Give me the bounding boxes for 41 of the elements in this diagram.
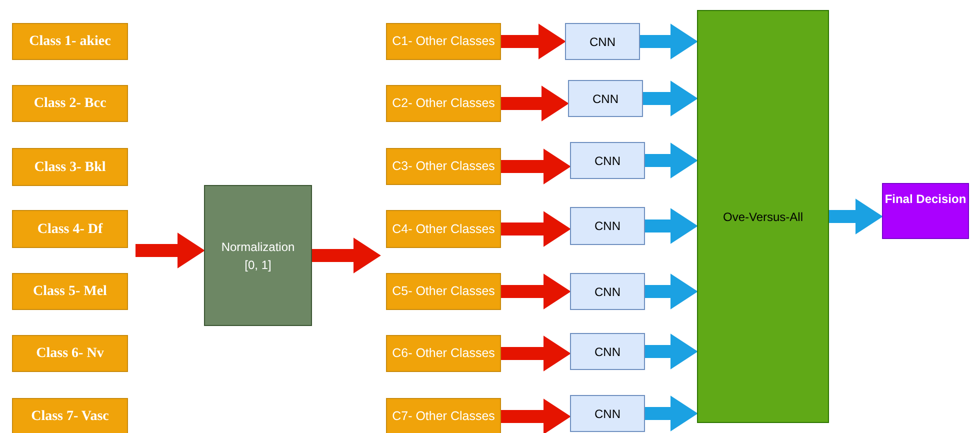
final-decision-box: Final Decision (882, 183, 969, 239)
block-arrow (644, 208, 698, 244)
cnn-box: CNN (565, 23, 640, 60)
cnn-box: CNN (570, 273, 645, 310)
class-pair-box: C2- Other Classes (386, 85, 501, 122)
class-pair-box: C6- Other Classes (386, 335, 501, 372)
block-arrow (500, 24, 566, 60)
block-arrow (828, 198, 883, 234)
block-arrow (500, 274, 571, 310)
class-pair-box: C1- Other Classes (386, 23, 501, 60)
block-arrow (500, 211, 571, 247)
one-vs-all-box: Ove-Versus-All (697, 10, 829, 423)
block-arrow (312, 238, 381, 274)
block-arrow (500, 148, 571, 184)
block-arrow (644, 142, 698, 178)
block-arrow (644, 274, 698, 310)
block-arrow (500, 398, 571, 433)
class-pair-box: C5- Other Classes (386, 273, 501, 310)
block-arrow (644, 396, 698, 432)
cnn-box: CNN (570, 207, 645, 245)
class-box: Class 2- Bcc (12, 85, 128, 122)
block-arrow (136, 232, 205, 268)
class-pair-box: C4- Other Classes (386, 210, 501, 248)
class-pair-box: C7- Other Classes (386, 398, 501, 433)
normalization-box: Normalization [0, 1] (204, 185, 312, 326)
cnn-box: CNN (570, 333, 645, 370)
cnn-box: CNN (570, 395, 645, 432)
class-box: Class 4- Df (12, 210, 128, 248)
class-box: Class 5- Mel (12, 273, 128, 310)
block-arrow (500, 86, 569, 122)
class-pair-box: C3- Other Classes (386, 148, 501, 185)
block-arrow (642, 80, 698, 116)
block-arrow (500, 336, 571, 372)
block-arrow (644, 334, 698, 370)
cnn-box: CNN (570, 142, 645, 179)
block-arrow (640, 24, 698, 60)
class-box: Class 1- akiec (12, 23, 128, 60)
class-box: Class 7- Vasc (12, 398, 128, 433)
class-box: Class 6- Nv (12, 335, 128, 372)
class-box: Class 3- Bkl (12, 148, 128, 186)
cnn-box: CNN (568, 80, 643, 117)
